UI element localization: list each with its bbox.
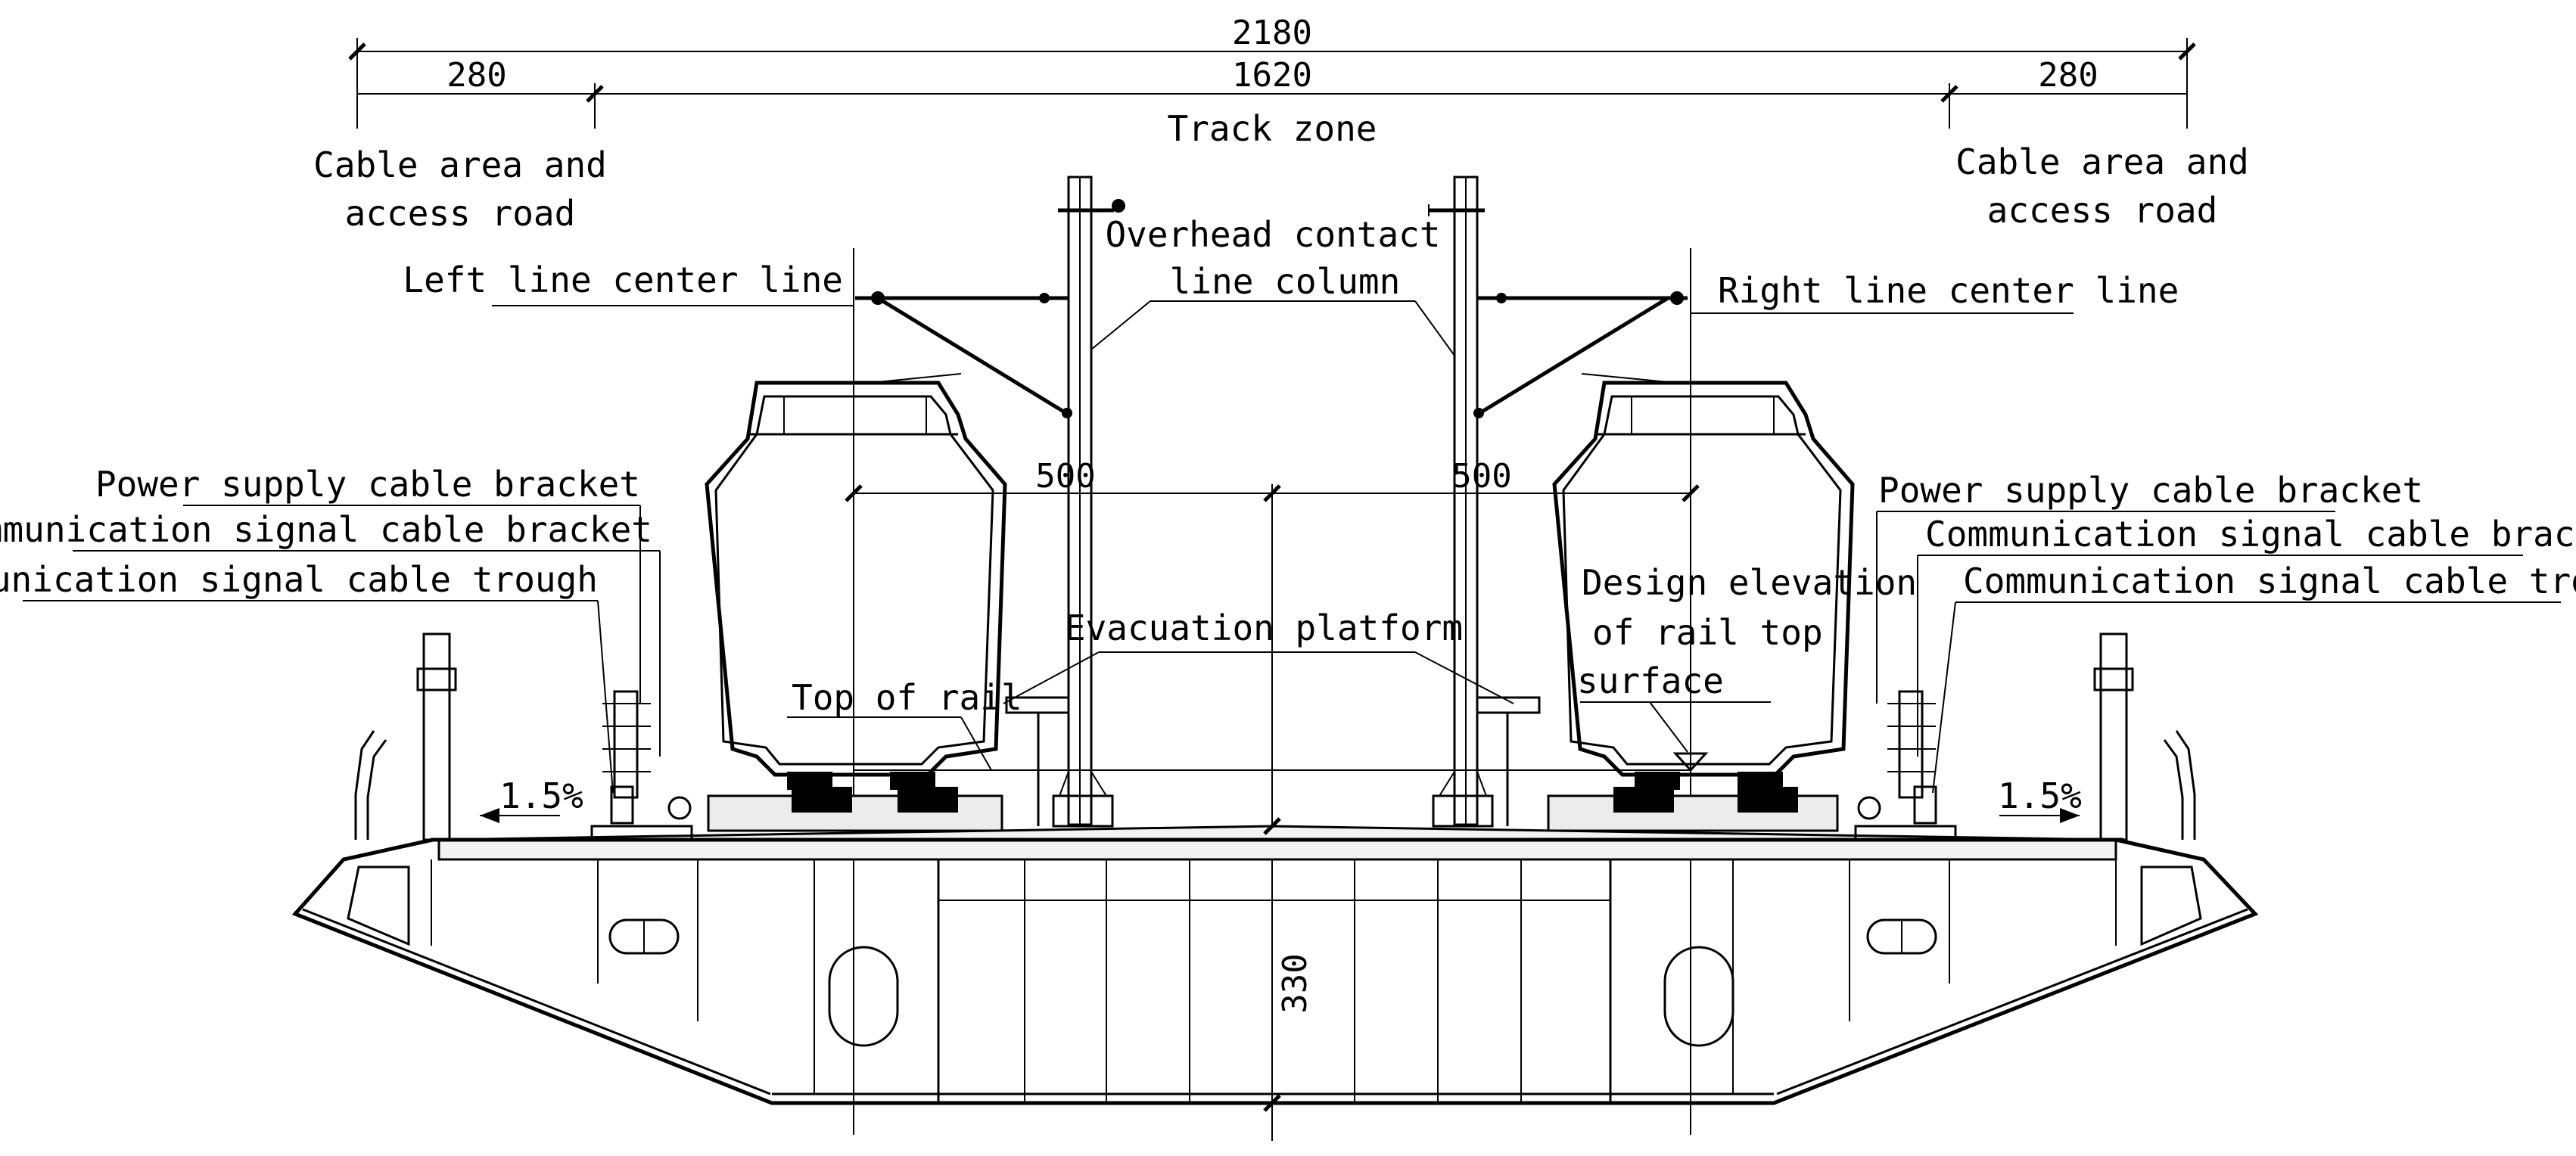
left-center-line-label: Left line center line [403,259,843,300]
right-comm-trough-label: Communication signal cable trough [1963,561,2576,601]
left-width-label: 280 [446,56,506,95]
right-slope-label: 1.5% [1998,775,2082,816]
track-spacing-dimensions: 500 500 [845,457,1700,502]
girder-height-label: 330 [1276,953,1314,1013]
design-elevation-label-2: of rail top [1592,612,1823,653]
left-power-bracket-label: Power supply cable bracket [95,464,640,505]
right-ocs-column [1428,176,1688,828]
right-cable-area-label-1: Cable area and [1955,141,2249,182]
middle-width-label: 1620 [1232,56,1312,95]
design-elevation-label-3: surface [1577,660,1724,701]
ocs-column-label-2: line column [1170,261,1401,302]
right-side-equipment [1854,632,2196,841]
total-width-label: 2180 [1232,14,1312,52]
left-comm-bracket-label: Communication signal cable bracket [0,509,652,550]
ocs-column-label-1: Overhead contact [1105,214,1440,255]
overall-dimension: 2180 [348,14,2196,129]
right-power-bracket-label: Power supply cable bracket [1878,470,2423,511]
left-comm-trough-label: Communication signal cable trough [0,559,598,600]
design-elevation-label-1: Design elevation [1582,562,1917,603]
right-width-label: 280 [2038,56,2098,95]
segment-dimensions: 280 1620 280 [357,56,2187,129]
left-ocs-column [855,176,1125,828]
left-cable-area-label-1: Cable area and [313,144,607,185]
top-of-rail-label: Top of rail [792,677,1022,718]
left-cable-area-label-2: access road [345,193,576,234]
box-girder [291,837,2259,1105]
evacuation-platform-label: Evacuation platform [1065,608,1463,648]
right-center-line-label: Right line center line [1718,270,2179,311]
right-track-spacing-label: 500 [1451,457,1511,496]
right-cable-area-label-2: access road [1987,190,2218,231]
left-train-outline [705,381,1007,790]
left-slope-label: 1.5% [499,775,583,816]
left-side-equipment [354,632,693,841]
track-zone-label: Track zone [1168,108,1377,149]
girder-height-dimension: 330 [1263,817,1314,1112]
right-comm-bracket-label: Communication signal cable bracket [1925,514,2576,555]
deck-slab [437,825,2117,861]
leader-lines [23,300,2561,823]
left-track-spacing-label: 500 [1035,457,1095,496]
rail-fastenings [792,787,1798,813]
